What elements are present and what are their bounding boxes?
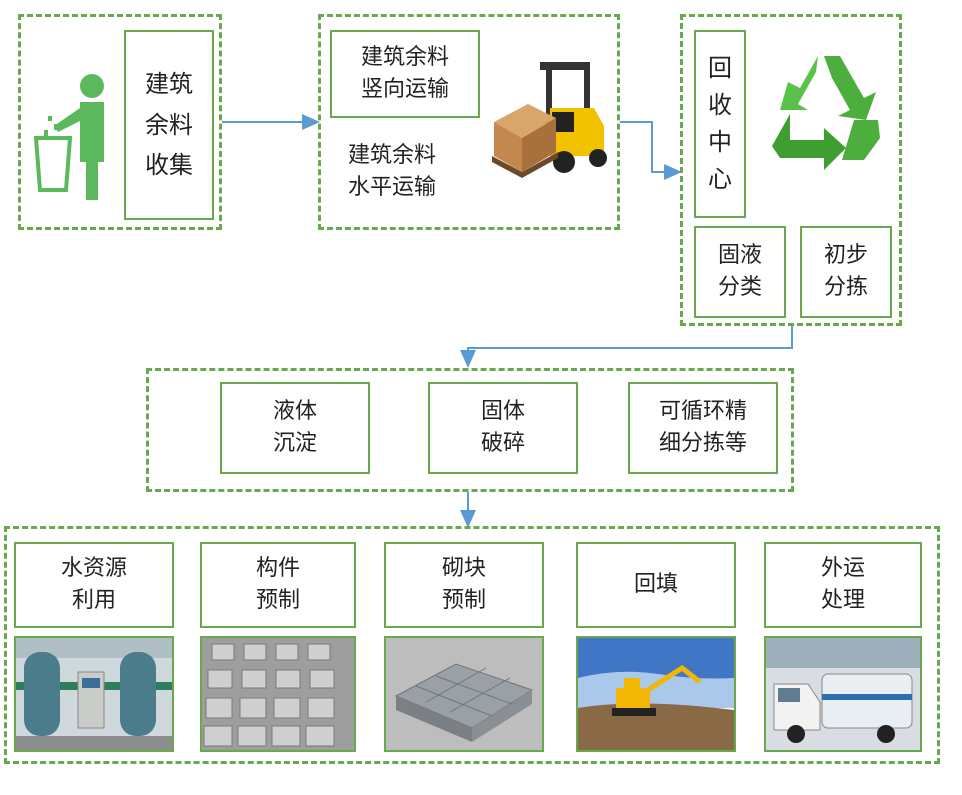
liquid-sedimentation-label: 液体 沉淀	[272, 399, 317, 456]
liquid-sedimentation-box: 液体 沉淀	[220, 382, 370, 474]
initial-sorting-box: 初步 分拣	[800, 226, 892, 318]
output-block-label: 砌块 预制	[441, 556, 486, 613]
trash-can-person-icon	[33, 74, 104, 200]
fine-sorting-label: 可循环精 细分拣等	[658, 399, 747, 456]
solid-liquid-separation-box: 固液 分类	[694, 226, 786, 318]
output-water-reuse-box: 水资源 利用	[14, 542, 174, 628]
block-photo	[384, 636, 544, 752]
collect-group	[18, 14, 222, 230]
process-group	[146, 368, 794, 492]
arrow-recycle-to-process	[460, 326, 793, 368]
water-tank-photo	[14, 636, 174, 752]
excavator-photo	[576, 636, 736, 752]
output-water-reuse-label: 水资源 利用	[60, 556, 127, 613]
vertical-transport-box: 建筑余料 竖向运输	[330, 30, 480, 118]
arrow-transport-to-recycle	[620, 121, 682, 180]
horizontal-transport-label: 建筑余料 水平运输	[348, 143, 437, 200]
recycle-icon	[772, 56, 880, 170]
collect-label: 建筑 余料 收集	[145, 69, 193, 180]
solid-crushing-label: 固体 破碎	[480, 399, 525, 456]
output-transport-out-label: 外运 处理	[820, 556, 865, 613]
recycle-center-box: 回 收 中 心	[694, 30, 746, 218]
recycle-group	[680, 14, 902, 326]
solid-crushing-box: 固体 破碎	[428, 382, 578, 474]
initial-sorting-label: 初步 分拣	[823, 243, 868, 300]
transport-group	[318, 14, 620, 230]
truck-photo	[764, 636, 922, 752]
forklift-icon	[492, 62, 607, 178]
output-backfill-label: 回填	[633, 572, 678, 598]
output-backfill-box: 回填	[576, 542, 736, 628]
outputs-group	[4, 526, 940, 764]
output-block-box: 砌块 预制	[384, 542, 544, 628]
recycle-center-label: 回 收 中 心	[708, 53, 732, 194]
vertical-transport-label: 建筑余料 竖向运输	[360, 45, 449, 102]
output-precast-component-label: 构件 预制	[255, 556, 300, 613]
solid-liquid-separation-label: 固液 分类	[717, 243, 762, 300]
output-transport-out-box: 外运 处理	[764, 542, 922, 628]
precast-component-photo	[200, 636, 356, 752]
output-precast-component-box: 构件 预制	[200, 542, 356, 628]
fine-sorting-box: 可循环精 细分拣等	[628, 382, 778, 474]
collect-label-box: 建筑 余料 收集	[124, 30, 214, 220]
